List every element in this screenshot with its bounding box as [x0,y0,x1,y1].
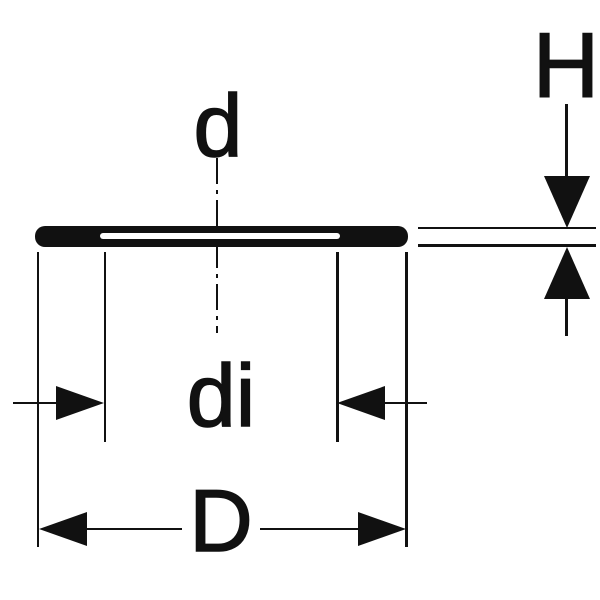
di-arrow-left [337,386,385,420]
h-arrow-up [544,246,590,299]
d-outer-dim-line-left [85,527,182,530]
ext-line-outer-right [405,252,408,547]
label-height: H [532,15,600,117]
h-leader-bottom [565,298,568,336]
label-pipe-diameter: d [193,76,243,175]
di-tail-left [13,401,58,404]
h-arrow-down [544,176,590,228]
d-outer-arrow-right [358,512,406,546]
d-outer-dim-line-right [260,527,360,530]
label-outer-diameter: D [188,471,253,570]
h-ext-line-bottom [418,244,596,247]
h-leader-top [565,104,568,176]
di-tail-right [385,401,427,404]
h-ext-line-top [418,226,596,229]
washer-inner-slot [100,233,340,239]
ext-line-outer-left [36,252,39,547]
d-outer-arrow-left [39,512,87,546]
ext-line-inner-right [336,252,339,442]
label-inner-diameter: di [186,346,256,445]
ext-line-inner-left [103,252,106,442]
di-arrow-right [56,386,104,420]
